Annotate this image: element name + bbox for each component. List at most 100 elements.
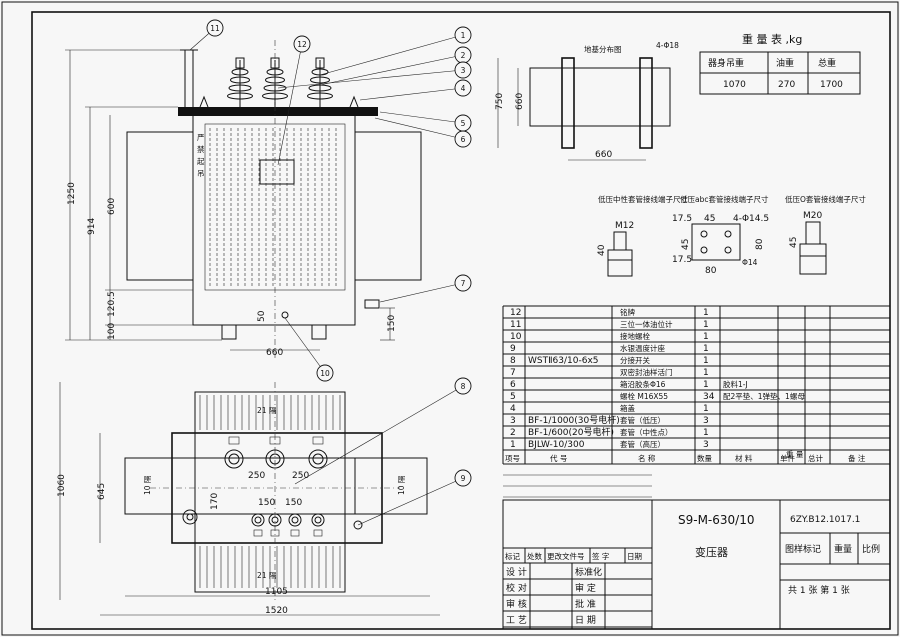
grounding-bolt xyxy=(281,311,289,319)
part-qty: 1 xyxy=(703,380,709,390)
part-no: 2 xyxy=(510,428,516,438)
top-label-10: 10 隔 xyxy=(143,475,152,495)
part-name: 箱沿胶条Φ16 xyxy=(620,379,666,389)
grid-left-label: 设 计 xyxy=(506,566,527,578)
balloon-1: 1 xyxy=(319,26,472,76)
part-no: 11 xyxy=(510,320,521,330)
part-code: WSTⅡ63/10-6x5 xyxy=(528,356,599,366)
dim-100: 100 xyxy=(107,323,117,340)
part-code: BF-1/1000(30号电杆) xyxy=(528,414,620,426)
detail-dim-45: 45 xyxy=(704,214,715,224)
terminal-plate xyxy=(691,223,741,261)
rail-right xyxy=(639,57,653,149)
balloon-label: 9 xyxy=(461,474,466,483)
weight-header-0: 器身吊重 xyxy=(708,57,744,69)
parts-header: 备 注 xyxy=(848,453,866,463)
tank-label-1: 严 xyxy=(197,133,205,142)
parts-row: 8 WSTⅡ63/10-6x5 分接开关 1 xyxy=(503,353,890,366)
grid-right-label: 审 定 xyxy=(575,582,596,594)
hv-bushing-top-3 xyxy=(308,436,328,469)
grid-top-label: 日期 xyxy=(627,552,642,561)
dim-660-v: 660 xyxy=(515,93,525,110)
detail-title-lv-abc: 低压abc套管接线端子尺寸 xyxy=(680,194,769,204)
balloon-label: 1 xyxy=(461,31,466,40)
detail-m20: M20 xyxy=(803,211,822,221)
foundation-plan: 地基分布图 4-Φ18 750 660 660 xyxy=(495,41,679,161)
tb-sheets: 共 1 张 第 1 张 xyxy=(788,584,850,596)
dim-150-a: 150 xyxy=(258,498,275,508)
part-qty: 3 xyxy=(703,440,709,450)
part-name: 分接开关 xyxy=(620,355,650,365)
detail-title-lv-o: 低压O套管接线端子尺寸 xyxy=(785,194,866,204)
lifting-lug-left xyxy=(199,95,209,108)
balloon-label: 10 xyxy=(320,369,330,378)
weight-title: 重 量 表 ,kg xyxy=(742,32,802,46)
grid-right-label: 标准化 xyxy=(575,566,602,578)
balloon-label: 11 xyxy=(210,24,220,33)
grid-top-label: 更改文件号 xyxy=(547,551,585,561)
dim-150: 150 xyxy=(387,315,397,332)
bushing-3 xyxy=(307,57,333,107)
dim-1105: 1105 xyxy=(265,587,288,597)
dim-660-front: 660 xyxy=(266,348,283,358)
balloon-label: 7 xyxy=(461,279,466,288)
dim-250-b: 250 xyxy=(292,471,309,481)
radiator-left xyxy=(126,131,194,281)
part-name: 套管（高压） xyxy=(620,439,665,449)
detail-bolt-14-5: 4-Φ14.5 xyxy=(733,214,769,224)
grid-left-label: 工 艺 xyxy=(506,615,527,626)
balloon-label: 6 xyxy=(461,135,466,144)
part-no: 8 xyxy=(510,356,516,366)
dim-1520: 1520 xyxy=(265,606,288,616)
drain-valve xyxy=(364,299,380,309)
model-name: S9-M-630/10 xyxy=(678,513,754,527)
detail-dim-14: Φ14 xyxy=(742,258,758,267)
hv-bushing-top-1 xyxy=(224,436,244,469)
parts-header: 材 料 xyxy=(735,453,753,463)
balloon-label: 12 xyxy=(297,40,307,49)
part-qty: 1 xyxy=(703,404,709,414)
weight-header-1: 油重 xyxy=(776,57,794,69)
part-name: 箱盖 xyxy=(620,403,635,413)
dim-50: 50 xyxy=(257,310,267,322)
radiator-right xyxy=(354,131,422,281)
dim-1250: 1250 xyxy=(67,182,77,205)
part-code: BJLW-10/300 xyxy=(528,440,585,450)
lv-bushing-top-1 xyxy=(251,513,265,537)
balloon-label: 3 xyxy=(461,66,466,75)
grid-left-label: 校 对 xyxy=(506,582,527,594)
part-name: 三位一体油位计 xyxy=(620,319,673,329)
detail-dim-17-5: 17.5 xyxy=(672,214,692,224)
title-block: S9-M-630/10 变压器 6ZY.B12.1017.1 图样标记 重量 比… xyxy=(502,499,891,630)
lv-bushing-top-2 xyxy=(268,513,282,537)
part-code: BF-1/600(20号电杆) xyxy=(528,426,614,438)
part-no: 9 xyxy=(510,344,516,354)
top-fins xyxy=(199,395,341,588)
top-label-21-b: 21 隔 xyxy=(257,571,277,580)
cooling-fins xyxy=(209,128,337,286)
part-qty: 1 xyxy=(703,356,709,366)
detail-dim-40: 40 xyxy=(597,244,607,256)
dim-170: 170 xyxy=(210,493,220,510)
parts-header: 单件 xyxy=(780,453,795,463)
lv-bushing-top-4 xyxy=(311,513,325,537)
detail-dim-45-m20: 45 xyxy=(789,237,799,248)
detail-title-lv-neutral: 低压中性套管接线端子尺寸 xyxy=(598,194,688,204)
balloon-3: 3 xyxy=(277,61,472,89)
foundation-bolt: 4-Φ18 xyxy=(656,41,679,50)
detail-dim-17-5-b: 17.5 xyxy=(672,255,692,265)
grid-right-label: 日 期 xyxy=(575,615,596,626)
part-material: 胶料1-J xyxy=(723,379,748,389)
top-view: 21 隔 21 隔 10 隔 10 隔 1060 645 1105 1520 2… xyxy=(57,382,440,616)
